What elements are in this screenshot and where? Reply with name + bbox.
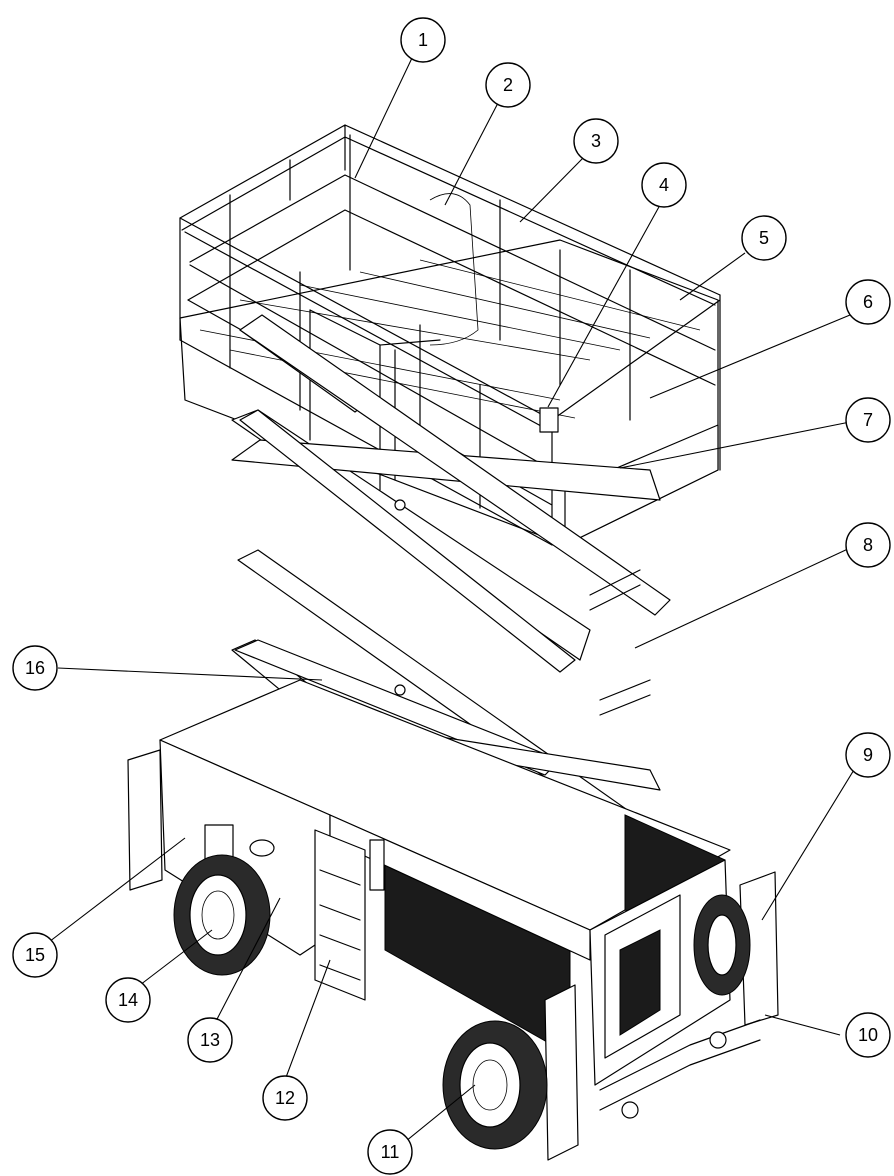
leader-12: [284, 959, 331, 1081]
callout-12: 12: [262, 1075, 308, 1121]
rear-vent: [619, 929, 661, 1036]
callout-16: 16: [12, 645, 58, 691]
tow-bar: [599, 1019, 761, 1111]
callout-15-label: 15: [25, 945, 45, 965]
platform-cable: [429, 193, 479, 346]
control-box: [539, 407, 559, 433]
callout-1: 1: [400, 17, 446, 63]
leader-lines: [44, 57, 861, 1151]
callout-8: 8: [845, 522, 891, 568]
leader-10: [764, 1014, 841, 1036]
wheels: [173, 854, 751, 1150]
callout-8-label: 8: [863, 535, 873, 555]
entry-handle: [369, 839, 385, 891]
rear-guardrail: [179, 124, 721, 386]
callout-6-label: 6: [863, 292, 873, 312]
callout-7: 7: [845, 397, 891, 443]
callout-2: 2: [485, 62, 531, 108]
callout-6: 6: [845, 279, 891, 325]
callout-9: 9: [845, 732, 891, 778]
callouts: 1 2 3 4 5 6 7 8 9 10 11 12 13 14 15 16: [12, 17, 891, 1175]
leader-8: [634, 547, 851, 649]
callout-10: 10: [845, 1012, 891, 1058]
callout-11: 11: [367, 1129, 413, 1175]
callout-1-label: 1: [418, 30, 428, 50]
scissor-arm-mid-b: [239, 409, 576, 673]
leader-3: [519, 157, 584, 223]
corner-pillar-rear-left: [544, 984, 579, 1161]
scissor-pivot-2: [394, 684, 406, 696]
leader-15: [44, 837, 186, 946]
callout-11-label: 11: [381, 1142, 400, 1162]
callout-4: 4: [641, 162, 687, 208]
leader-7: [619, 421, 851, 469]
callout-9-label: 9: [863, 745, 873, 765]
corner-pillar-front-left: [127, 749, 163, 891]
callout-14-label: 14: [118, 990, 138, 1010]
callout-7-label: 7: [863, 410, 873, 430]
callout-13: 13: [187, 1017, 233, 1063]
leader-13: [214, 897, 281, 1024]
callout-2-label: 2: [503, 75, 513, 95]
scissor-arm-mid-a: [239, 314, 671, 616]
chassis: [127, 679, 779, 1161]
callout-5: 5: [741, 215, 787, 261]
leader-14: [139, 929, 213, 986]
leader-4: [547, 204, 661, 408]
callout-13-label: 13: [200, 1030, 220, 1050]
callout-3: 3: [573, 118, 619, 164]
tie-down-lug: [709, 1031, 727, 1049]
wheel-rear-right: [693, 894, 751, 996]
chassis-side-frame: [329, 814, 591, 961]
access-ladder: [314, 829, 366, 1001]
callout-4-label: 4: [659, 175, 669, 195]
tie-down-lug-2: [621, 1101, 639, 1119]
scissor-pivot-1: [394, 499, 406, 511]
callout-3-label: 3: [591, 131, 601, 151]
callout-10-label: 10: [858, 1025, 878, 1045]
manufacturer-badge: [249, 839, 275, 857]
leader-6: [649, 314, 851, 399]
callout-16-label: 16: [25, 658, 45, 678]
callout-15: 15: [12, 932, 58, 978]
leader-9: [761, 759, 861, 921]
callout-12-label: 12: [275, 1088, 295, 1108]
leader-1: [354, 57, 413, 179]
wheel-rear-left: [442, 1020, 548, 1150]
leader-16: [57, 667, 323, 681]
callout-14: 14: [105, 977, 151, 1023]
leader-5: [679, 252, 746, 301]
leader-2: [444, 102, 499, 206]
wheel-front-left: [173, 854, 271, 976]
scissor-cross-tube: [589, 569, 651, 716]
callout-5-label: 5: [759, 228, 769, 248]
